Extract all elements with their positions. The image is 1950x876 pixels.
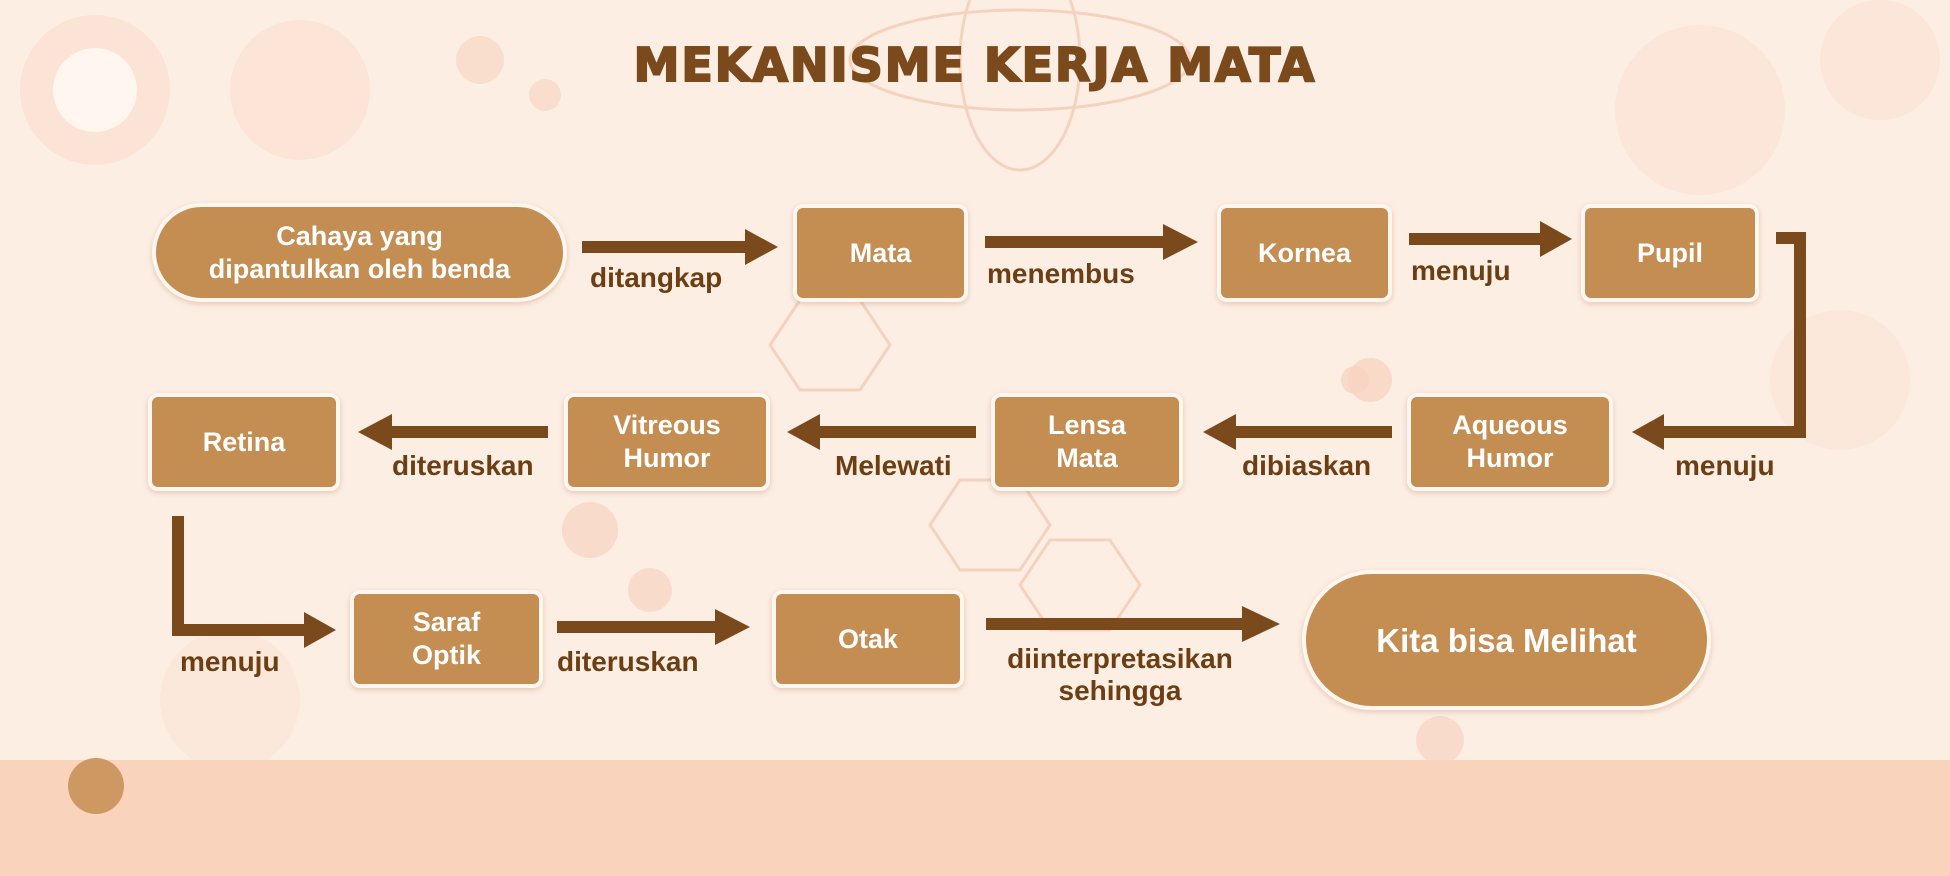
edge-label-menembus: menembus: [987, 258, 1135, 289]
node-saraf-optik: Saraf Optik: [350, 590, 543, 688]
edge-label-diteruskan-2: diteruskan: [557, 646, 699, 677]
edge-label-diinterpretasikan: diinterpretasikan sehingga: [1007, 643, 1233, 706]
arrow-menembus: [985, 224, 1198, 260]
footer-band: [0, 760, 1950, 876]
node-cahaya: Cahaya yang dipantulkan oleh benda: [152, 203, 567, 302]
node-kornea: Kornea: [1217, 204, 1392, 302]
node-vitreous-humor: Vitreous Humor: [564, 393, 770, 491]
node-otak: Otak: [772, 590, 964, 688]
arrow-diteruskan-1: [358, 414, 548, 450]
arrow-dibiaskan: [1203, 414, 1392, 450]
edge-label-ditangkap: ditangkap: [590, 262, 723, 293]
node-retina: Retina: [148, 393, 340, 491]
node-pupil: Pupil: [1581, 204, 1759, 302]
arrow-menuju-3: [172, 516, 336, 648]
arrow-diinterpretasikan: [986, 606, 1280, 642]
node-kita-bisa-melihat: Kita bisa Melihat: [1302, 570, 1711, 710]
page-title: MEKANISME KERJA MATA: [633, 37, 1317, 93]
arrow-ditangkap: [582, 229, 778, 265]
arrow-melewati: [787, 414, 976, 450]
node-mata: Mata: [793, 204, 968, 302]
edge-label-diteruskan-1: diteruskan: [392, 450, 534, 481]
arrow-diteruskan-2: [557, 609, 750, 645]
arrow-menuju-1: [1409, 221, 1572, 257]
edge-label-melewati: Melewati: [835, 450, 952, 481]
edge-label-menuju-1: menuju: [1411, 255, 1511, 286]
edge-label-menuju-3: menuju: [180, 646, 280, 677]
edge-label-dibiaskan: dibiaskan: [1242, 450, 1372, 481]
node-lensa-mata: Lensa Mata: [991, 393, 1183, 491]
node-aqueous-humor: Aqueous Humor: [1407, 393, 1613, 491]
edge-label-menuju-2: menuju: [1675, 450, 1775, 481]
arrow-menuju-2: [1632, 232, 1806, 450]
